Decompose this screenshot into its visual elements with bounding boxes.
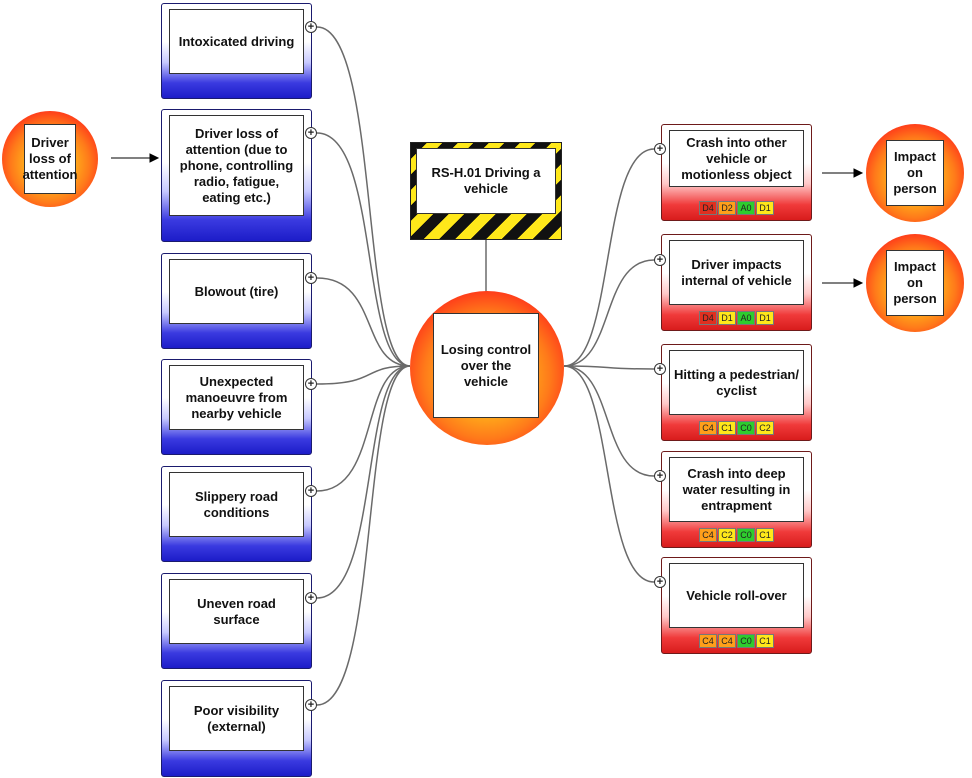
consequence-label: Driver impacts internal of vehicle xyxy=(669,240,804,305)
risk-cell: A0 xyxy=(737,311,755,325)
threat-label: Slippery road conditions xyxy=(169,472,304,537)
connector-line xyxy=(563,365,655,583)
risk-cell: C1 xyxy=(756,528,774,542)
risk-cell: C4 xyxy=(699,634,717,648)
connector-line xyxy=(316,277,411,367)
threat-label: Driver loss of attention (due to phone, … xyxy=(169,115,304,216)
risk-matrix: D4 D2 A0 D1 xyxy=(699,201,774,215)
top-event-label: Losing control over the vehicle xyxy=(433,313,539,418)
hazard-label: RS-H.01 Driving a vehicle xyxy=(416,148,556,214)
threat-box[interactable]: Unexpected manoeuvre from nearby vehicle xyxy=(161,359,312,455)
connector-line xyxy=(316,365,411,492)
risk-cell: A0 xyxy=(737,201,755,215)
consequence-label: Hitting a pedestrian/ cyclist xyxy=(669,350,804,415)
risk-cell: C0 xyxy=(737,634,755,648)
expand-icon[interactable]: + xyxy=(654,143,666,155)
risk-cell: C1 xyxy=(756,634,774,648)
risk-matrix: C4 C2 C0 C1 xyxy=(699,528,774,542)
threat-label: Poor visibility (external) xyxy=(169,686,304,751)
consequence-box[interactable]: Vehicle roll-over C4 C4 C0 C1 xyxy=(661,557,812,654)
expand-icon[interactable]: + xyxy=(305,272,317,284)
connector-line xyxy=(563,259,655,367)
risk-cell: C2 xyxy=(718,528,736,542)
threat-box[interactable]: Uneven road surface xyxy=(161,573,312,669)
threat-label: Intoxicated driving xyxy=(169,9,304,74)
connector-line xyxy=(563,365,655,477)
expand-icon[interactable]: + xyxy=(305,699,317,711)
risk-cell: C0 xyxy=(737,421,755,435)
impact-node[interactable]: Impact on person xyxy=(866,124,964,222)
expand-icon[interactable]: + xyxy=(305,485,317,497)
cause-label: Driver loss of attention xyxy=(23,124,77,194)
risk-cell: D1 xyxy=(756,311,774,325)
risk-cell: C4 xyxy=(718,634,736,648)
threat-label: Blowout (tire) xyxy=(169,259,304,324)
risk-cell: C1 xyxy=(718,421,736,435)
threat-label: Unexpected manoeuvre from nearby vehicle xyxy=(169,365,304,430)
impact-arrow-head xyxy=(853,278,864,288)
impact-arrow-head xyxy=(853,168,864,178)
expand-icon[interactable]: + xyxy=(305,592,317,604)
risk-matrix: C4 C4 C0 C1 xyxy=(699,634,774,648)
impact-node[interactable]: Impact on person xyxy=(866,234,964,332)
threat-box[interactable]: Intoxicated driving xyxy=(161,3,312,99)
expand-icon[interactable]: + xyxy=(305,21,317,33)
connector-line xyxy=(563,365,655,370)
threat-box[interactable]: Driver loss of attention (due to phone, … xyxy=(161,109,312,242)
cause-node[interactable]: Driver loss of attention xyxy=(2,111,98,207)
risk-cell: D1 xyxy=(718,311,736,325)
expand-icon[interactable]: + xyxy=(305,127,317,139)
connector-line xyxy=(316,365,411,599)
expand-icon[interactable]: + xyxy=(654,576,666,588)
expand-icon[interactable]: + xyxy=(654,254,666,266)
consequence-box[interactable]: Crash into deep water resulting in entra… xyxy=(661,451,812,548)
risk-cell: D4 xyxy=(699,311,717,325)
consequence-box[interactable]: Hitting a pedestrian/ cyclist C4 C1 C0 C… xyxy=(661,344,812,441)
risk-matrix: C4 C1 C0 C2 xyxy=(699,421,774,435)
hazard-box[interactable]: RS-H.01 Driving a vehicle xyxy=(410,142,562,240)
risk-cell: C4 xyxy=(699,528,717,542)
impact-label: Impact on person xyxy=(886,250,944,316)
connector-line xyxy=(316,365,411,385)
risk-cell: C2 xyxy=(756,421,774,435)
expand-icon[interactable]: + xyxy=(305,378,317,390)
consequence-box[interactable]: Crash into other vehicle or motionless o… xyxy=(661,124,812,221)
threat-label: Uneven road surface xyxy=(169,579,304,644)
top-event-node[interactable]: Losing control over the vehicle xyxy=(410,291,564,445)
consequence-box[interactable]: Driver impacts internal of vehicle D4 D1… xyxy=(661,234,812,331)
threat-box[interactable]: Slippery road conditions xyxy=(161,466,312,562)
expand-icon[interactable]: + xyxy=(654,363,666,375)
connector-line xyxy=(316,365,411,706)
risk-cell: D4 xyxy=(699,201,717,215)
cause-arrow-head xyxy=(149,153,160,163)
threat-box[interactable]: Poor visibility (external) xyxy=(161,680,312,777)
threat-box[interactable]: Blowout (tire) xyxy=(161,253,312,349)
connector-line xyxy=(563,148,655,367)
risk-cell: D2 xyxy=(718,201,736,215)
connector-line xyxy=(316,26,411,367)
consequence-label: Crash into deep water resulting in entra… xyxy=(669,457,804,522)
connector-line xyxy=(316,132,411,367)
consequence-label: Crash into other vehicle or motionless o… xyxy=(669,130,804,187)
risk-cell: D1 xyxy=(756,201,774,215)
expand-icon[interactable]: + xyxy=(654,470,666,482)
risk-cell: C4 xyxy=(699,421,717,435)
impact-label: Impact on person xyxy=(886,140,944,206)
consequence-label: Vehicle roll-over xyxy=(669,563,804,628)
risk-matrix: D4 D1 A0 D1 xyxy=(699,311,774,325)
risk-cell: C0 xyxy=(737,528,755,542)
